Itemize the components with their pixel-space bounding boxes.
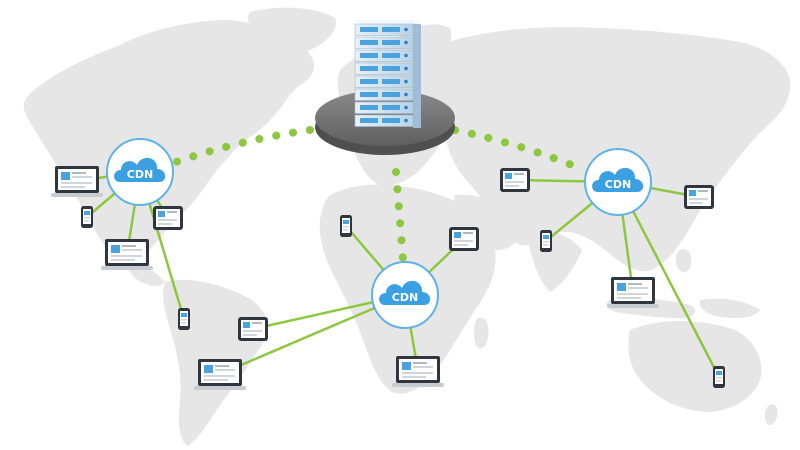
laptop-icon bbox=[607, 277, 659, 308]
laptop-icon bbox=[101, 239, 153, 270]
server-rack-icon bbox=[354, 20, 421, 128]
rack-drive-slot bbox=[382, 105, 400, 110]
laptop-icon bbox=[51, 166, 103, 197]
origin-links bbox=[172, 126, 588, 264]
cdn-node-label: CDN bbox=[127, 168, 153, 181]
rack-drive-slot bbox=[360, 40, 378, 45]
rack-led bbox=[404, 92, 408, 97]
laptop-icon bbox=[392, 356, 444, 387]
rack-drive-slot bbox=[382, 118, 400, 123]
rack-drive-slot bbox=[360, 92, 378, 97]
continent-arabia bbox=[454, 194, 521, 251]
phone-icon bbox=[81, 206, 93, 228]
cdn-cloud-icon bbox=[379, 280, 431, 305]
continent-madagascar bbox=[474, 317, 489, 349]
rack-drive-slot bbox=[360, 53, 378, 58]
rack-top bbox=[355, 20, 421, 24]
rack-led bbox=[404, 40, 408, 45]
phone-icon bbox=[340, 215, 352, 237]
continent-australia bbox=[628, 321, 762, 412]
cdn-nodes: CDN CDN CDN bbox=[106, 138, 652, 329]
continent-philippines bbox=[675, 249, 692, 273]
cdn-node-asia: CDN bbox=[584, 148, 652, 216]
cdn-cloud-icon bbox=[114, 157, 166, 182]
continent-greenland bbox=[247, 7, 336, 53]
tablet-icon bbox=[238, 317, 268, 341]
continent-japan bbox=[707, 148, 730, 182]
rack-drive-slot bbox=[382, 66, 400, 71]
rack-drive-slot bbox=[382, 79, 400, 84]
rack-led bbox=[404, 79, 408, 84]
rack-drive-slot bbox=[360, 118, 378, 123]
rack-drive-slot bbox=[382, 27, 400, 32]
continent-new-zealand bbox=[764, 404, 778, 426]
phone-icon bbox=[540, 230, 552, 252]
origin-link-americas bbox=[172, 126, 314, 166]
cdn-node-label: CDN bbox=[605, 178, 631, 191]
rack-drive-slot bbox=[382, 40, 400, 45]
rack-led bbox=[404, 118, 408, 123]
rack-drive-slot bbox=[360, 66, 378, 71]
phone-icon bbox=[178, 308, 190, 330]
rack-led bbox=[404, 27, 408, 32]
phone-icon bbox=[713, 366, 725, 388]
continent-india bbox=[528, 229, 582, 292]
tablet-icon bbox=[153, 206, 183, 230]
tablet-icon bbox=[500, 168, 530, 192]
cdn-node-africa: CDN bbox=[371, 261, 439, 329]
laptop-icon bbox=[194, 359, 246, 390]
continent-north-america bbox=[23, 20, 315, 262]
origin-server bbox=[315, 20, 455, 155]
rack-drive-slot bbox=[360, 27, 378, 32]
cdn-cloud-icon bbox=[592, 167, 644, 192]
rack-drive-slot bbox=[382, 53, 400, 58]
cdn-node-americas: CDN bbox=[106, 138, 174, 206]
rack-drive-slot bbox=[382, 92, 400, 97]
origin-link-asia bbox=[451, 126, 588, 174]
tablet-icon bbox=[684, 185, 714, 209]
rack-led bbox=[404, 53, 408, 58]
rack-drive-slot bbox=[360, 79, 378, 84]
rack-led bbox=[404, 105, 408, 110]
rack-drive-slot bbox=[360, 105, 378, 110]
edge-link-asia-5 bbox=[616, 181, 721, 378]
continent-new-guinea bbox=[699, 298, 760, 318]
rack-side bbox=[413, 24, 421, 128]
rack-led bbox=[404, 66, 408, 71]
tablet-icon bbox=[449, 227, 479, 251]
edge-devices bbox=[51, 166, 725, 390]
cdn-node-label: CDN bbox=[392, 291, 418, 304]
